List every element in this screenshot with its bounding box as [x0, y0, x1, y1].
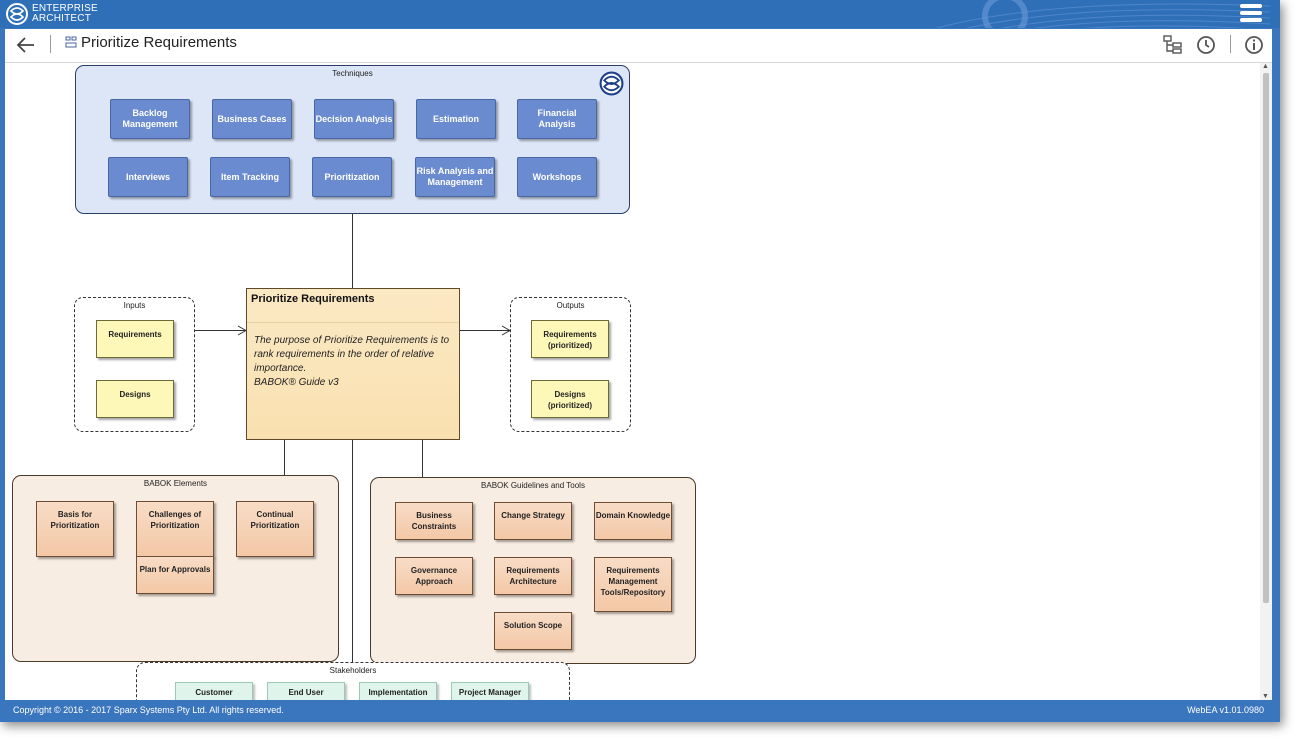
element-basis-for-prioritization[interactable]: Basis for Prioritization — [36, 501, 114, 557]
scrollbar-thumb[interactable] — [1263, 73, 1269, 603]
connector-guidelines — [422, 440, 423, 477]
diagram-icon — [65, 36, 77, 48]
logo-text: ENTERPRISE ARCHITECT — [32, 4, 98, 24]
inputs-group[interactable]: Inputs Requirements Designs — [74, 297, 195, 432]
guideline-change-strategy[interactable]: Change Strategy — [494, 502, 572, 540]
connector-techniques — [352, 214, 353, 288]
menu-bar — [1240, 18, 1262, 22]
output-designs-prioritized[interactable]: Designs (prioritized) — [531, 380, 609, 418]
element-description: The purpose of Prioritize Requirements i… — [254, 335, 450, 374]
page-title: Prioritize Requirements — [81, 34, 237, 51]
technique-risk-analysis[interactable]: Risk Analysis and Management — [415, 157, 495, 197]
technique-prioritization[interactable]: Prioritization — [312, 157, 392, 197]
top-banner: ENTERPRISE ARCHITECT — [0, 0, 1280, 28]
group-label: Outputs — [556, 301, 585, 310]
guideline-business-constraints[interactable]: Business Constraints — [395, 502, 473, 540]
technique-workshops[interactable]: Workshops — [517, 157, 597, 197]
scroll-down-arrow-icon[interactable]: ▼ — [1262, 693, 1269, 700]
footer-bar: Copyright © 2016 - 2017 Sparx Systems Pt… — [0, 700, 1280, 722]
stakeholder-customer[interactable]: Customer — [175, 682, 253, 700]
menu-bar — [1240, 11, 1262, 15]
element-title: Prioritize Requirements — [251, 293, 375, 305]
technique-estimation[interactable]: Estimation — [416, 99, 496, 139]
group-label: BABOK Guidelines and Tools — [481, 481, 585, 490]
connector-outputs — [460, 330, 510, 331]
outputs-group[interactable]: Outputs Requirements (prioritized) Desig… — [510, 297, 631, 432]
group-label: BABOK Elements — [143, 479, 208, 488]
technique-business-cases[interactable]: Business Cases — [212, 99, 292, 139]
element-plan-for-approvals[interactable]: Plan for Approvals — [136, 556, 214, 594]
technique-item-tracking[interactable]: Item Tracking — [210, 157, 290, 197]
copyright-text: Copyright © 2016 - 2017 Sparx Systems Pt… — [13, 705, 284, 715]
prioritize-requirements-element[interactable]: Prioritize Requirements The purpose of P… — [246, 288, 460, 440]
sparx-logo-icon — [599, 71, 624, 96]
enterprise-architect-logo: ENTERPRISE ARCHITECT — [6, 3, 98, 25]
menu-bar — [1240, 4, 1262, 8]
techniques-group[interactable]: Techniques Backlog Management Business C… — [75, 65, 630, 214]
history-clock-icon[interactable] — [1195, 34, 1217, 56]
logo-line1: ENTERPRISE — [32, 3, 98, 14]
group-label: Inputs — [123, 301, 146, 310]
info-icon[interactable] — [1243, 34, 1265, 56]
browser-tree-icon[interactable] — [1162, 34, 1184, 56]
diagram-toolbar: Prioritize Requirements — [5, 29, 1272, 63]
element-notes: The purpose of Prioritize Requirements i… — [254, 334, 454, 390]
content-panel: Prioritize Requirements — [5, 29, 1272, 700]
guideline-requirements-architecture[interactable]: Requirements Architecture — [494, 557, 572, 595]
technique-backlog-management[interactable]: Backlog Management — [110, 99, 190, 139]
babok-elements-group[interactable]: BABOK Elements Basis for Prioritization … — [12, 475, 339, 662]
main-menu-button[interactable] — [1240, 4, 1262, 24]
guideline-requirements-management-tools[interactable]: Requirements Management Tools/Repository — [594, 557, 672, 612]
babok-guidelines-group[interactable]: BABOK Guidelines and Tools Business Cons… — [370, 477, 696, 664]
element-source: BABOK® Guide v3 — [254, 377, 339, 388]
back-arrow-icon[interactable] — [15, 35, 37, 55]
technique-financial-analysis[interactable]: Financial Analysis — [517, 99, 597, 139]
connector-inputs — [195, 330, 246, 331]
technique-decision-analysis[interactable]: Decision Analysis — [314, 99, 394, 139]
group-label: Techniques — [332, 69, 373, 78]
guideline-domain-knowledge[interactable]: Domain Knowledge — [594, 502, 672, 540]
stakeholder-implementation[interactable]: Implementation — [359, 682, 437, 700]
input-requirements[interactable]: Requirements — [96, 320, 174, 358]
group-label: Stakeholders — [329, 666, 377, 675]
stakeholders-group[interactable]: Stakeholders Customer End User Implement… — [136, 662, 570, 700]
diagram-canvas[interactable]: Techniques Backlog Management Business C… — [5, 63, 1260, 700]
guideline-solution-scope[interactable]: Solution Scope — [494, 612, 572, 650]
vertical-scrollbar[interactable]: ▲ ▼ — [1260, 63, 1272, 700]
technique-interviews[interactable]: Interviews — [108, 157, 188, 197]
guideline-governance-approach[interactable]: Governance Approach — [395, 557, 473, 595]
app-window: ENTERPRISE ARCHITECT Prioritize Requirem… — [0, 0, 1280, 722]
toolbar-divider — [1230, 35, 1231, 53]
output-requirements-prioritized[interactable]: Requirements (prioritized) — [531, 320, 609, 358]
banner-decoration — [935, 0, 1270, 28]
toolbar-divider — [50, 35, 51, 53]
element-challenges-of-prioritization[interactable]: Challenges of Prioritization — [136, 501, 214, 557]
connector-elements — [284, 440, 285, 475]
logo-line2: ARCHITECT — [32, 13, 92, 24]
sparx-logo-icon — [6, 3, 28, 25]
stakeholder-end-user[interactable]: End User — [267, 682, 345, 700]
connector-stakeholders — [352, 440, 353, 662]
element-continual-prioritization[interactable]: Continual Prioritization — [236, 501, 314, 557]
scroll-up-arrow-icon[interactable]: ▲ — [1262, 63, 1269, 70]
input-designs[interactable]: Designs — [96, 380, 174, 418]
element-divider — [247, 322, 459, 323]
version-text: WebEA v1.01.0980 — [1187, 705, 1264, 715]
stakeholder-project-manager[interactable]: Project Manager — [451, 682, 529, 700]
